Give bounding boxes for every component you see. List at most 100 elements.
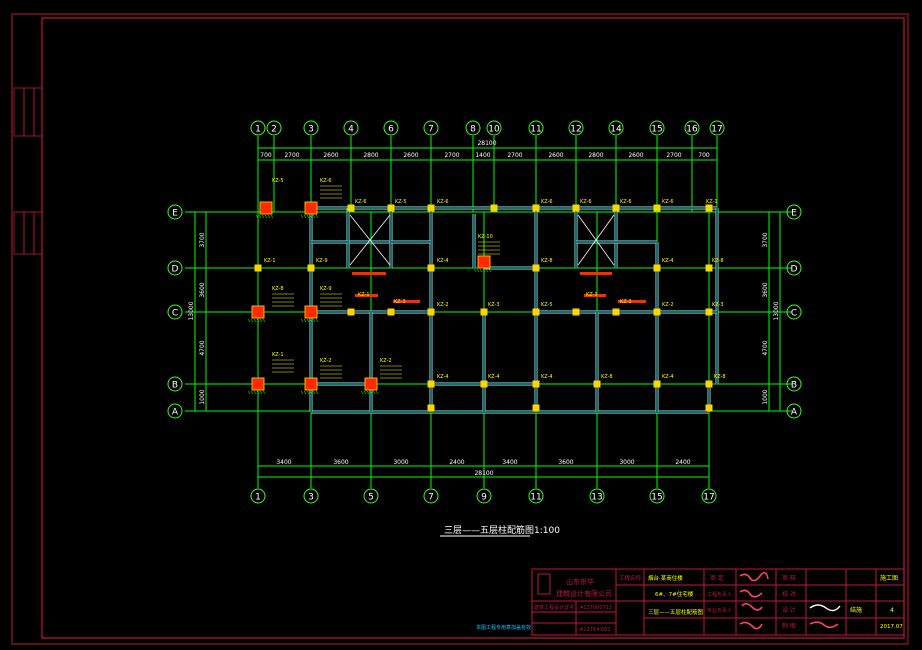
axis-bottom-17-circle xyxy=(701,488,717,504)
column-tag-34: KZ-2 xyxy=(320,358,332,364)
approve-label: 审 定 xyxy=(710,574,724,582)
axis-top-10-circle xyxy=(486,120,502,136)
axis-top-1-circle xyxy=(250,120,266,136)
dim-bottom-1: 3600 xyxy=(333,459,348,466)
column-34 xyxy=(532,380,540,388)
column-hatch-0-5 xyxy=(270,214,274,219)
axis-bottom-5-circle xyxy=(363,488,379,504)
axis-top-10-label: 10 xyxy=(488,125,500,135)
column-tag-14: KZ-1 xyxy=(358,292,370,298)
axis-right-A-circle xyxy=(786,403,802,419)
dim-left-0: 3700 xyxy=(199,232,206,247)
column-27 xyxy=(532,308,540,316)
axis-left-A-circle xyxy=(167,403,183,419)
column-hatch-7-0 xyxy=(473,268,477,273)
column-hatch-5-2 xyxy=(306,390,310,395)
column-hatch-3-2 xyxy=(306,318,310,323)
column-12 xyxy=(532,204,540,212)
axis-bottom-11-label: 11 xyxy=(530,493,541,503)
date-value: 2017.07 xyxy=(880,624,903,630)
column-tag-23: KZ-4 xyxy=(437,374,449,380)
column-hatch-7-1 xyxy=(476,268,480,273)
axis-bottom-13-label: 13 xyxy=(591,493,602,503)
drawing-title: 三层——五层柱配筋图1:100 xyxy=(444,524,560,536)
column-24 xyxy=(387,308,395,316)
axis-top-7-label: 7 xyxy=(428,125,434,135)
column-40 xyxy=(705,404,713,412)
column-hatch-5-3 xyxy=(309,390,313,395)
signature-6 xyxy=(809,621,839,629)
axis-top-16-circle xyxy=(684,120,700,136)
column-tag-6: KZ-6 xyxy=(662,199,674,205)
dim-top-10: 2600 xyxy=(628,152,643,159)
column-tag-30: KZ-6 xyxy=(320,178,332,184)
beam-strip-5 xyxy=(580,272,612,275)
axis-top-6-circle xyxy=(383,120,399,136)
column-hatch-4-0 xyxy=(247,390,251,395)
axis-bottom-7-label: 7 xyxy=(428,493,434,503)
signature-3 xyxy=(741,602,763,611)
column-tag-28: KZ-8 xyxy=(714,374,726,380)
beam-strip-0 xyxy=(355,294,378,297)
signature-4 xyxy=(739,621,763,630)
dim-bottom-6: 3000 xyxy=(619,459,634,466)
column-tag-35: KZ-2 xyxy=(380,358,392,364)
axis-right-E-circle xyxy=(786,204,802,220)
column-tag-12: KZ-4 xyxy=(662,258,674,264)
axis-top-3-label: 3 xyxy=(308,125,314,135)
design-label: 设 计 xyxy=(782,606,796,614)
column-tag-29: KZ-5 xyxy=(272,178,284,184)
axis-right-E-label: E xyxy=(791,209,797,219)
dim-right-3: 1000 xyxy=(762,389,769,404)
dim-right-overall: 13000 xyxy=(773,301,780,320)
column-18 xyxy=(307,264,315,272)
cert-label: 建筑工程设计证书 xyxy=(534,604,574,611)
column-hatch-1-1 xyxy=(303,214,307,219)
axis-bottom-5-label: 5 xyxy=(368,493,374,503)
column-hatch-4-2 xyxy=(253,390,257,395)
drawing-border-inner xyxy=(41,17,905,639)
axis-top-15-circle xyxy=(649,120,665,136)
column-hatch-1-5 xyxy=(315,214,319,219)
column-26 xyxy=(480,308,488,316)
column-hatch-1-3 xyxy=(309,214,313,219)
column-tag-5: KZ-6 xyxy=(620,199,632,205)
firm-name-2: 建筑设计有限公司 xyxy=(556,589,612,598)
dim-top-12: 700 xyxy=(698,152,710,159)
axis-right-C-circle xyxy=(786,304,802,320)
axis-right-D-label: D xyxy=(791,265,798,275)
axis-top-4-label: 4 xyxy=(348,125,354,135)
axis-left-A-label: A xyxy=(172,408,179,418)
column-hatch-1-0 xyxy=(300,214,304,219)
stair-cross-b-0 xyxy=(349,214,391,266)
column-hatch-2-0 xyxy=(247,318,251,323)
title-block: 山东东华 建筑设计有限公司 建筑工程设计证书 A137000712 A13714… xyxy=(476,568,905,636)
column-tag-1: KZ-5 xyxy=(395,199,407,205)
axis-bottom-3-label: 3 xyxy=(308,493,314,503)
column-hatch-4-4 xyxy=(259,390,263,395)
column-hatch-3-5 xyxy=(315,318,319,323)
dim-right-1: 3600 xyxy=(762,282,769,297)
column-hatch-7-2 xyxy=(479,268,483,273)
column-tag-0: KZ-6 xyxy=(355,199,367,205)
column-1 xyxy=(304,201,318,215)
column-14 xyxy=(612,204,620,212)
column-hatch-3-0 xyxy=(300,318,304,323)
column-tag-18: KZ-5 xyxy=(541,302,553,308)
column-30 xyxy=(653,308,661,316)
axis-bottom-15-label: 15 xyxy=(651,493,662,503)
column-hatch-5-4 xyxy=(312,390,316,395)
axis-left-D-label: D xyxy=(172,265,179,275)
stage-label: 施工图 xyxy=(880,574,898,582)
cert-value: A137000712 xyxy=(580,605,612,611)
axis-bottom-13-circle xyxy=(589,488,605,504)
column-33 xyxy=(480,380,488,388)
column-hatch-6-2 xyxy=(366,390,370,395)
axis-bottom-3-circle xyxy=(303,488,319,504)
column-tag-10: KZ-4 xyxy=(437,258,449,264)
beam-strip-4 xyxy=(352,272,386,275)
binding-strip xyxy=(13,87,43,255)
column-hatch-0-0 xyxy=(255,214,259,219)
